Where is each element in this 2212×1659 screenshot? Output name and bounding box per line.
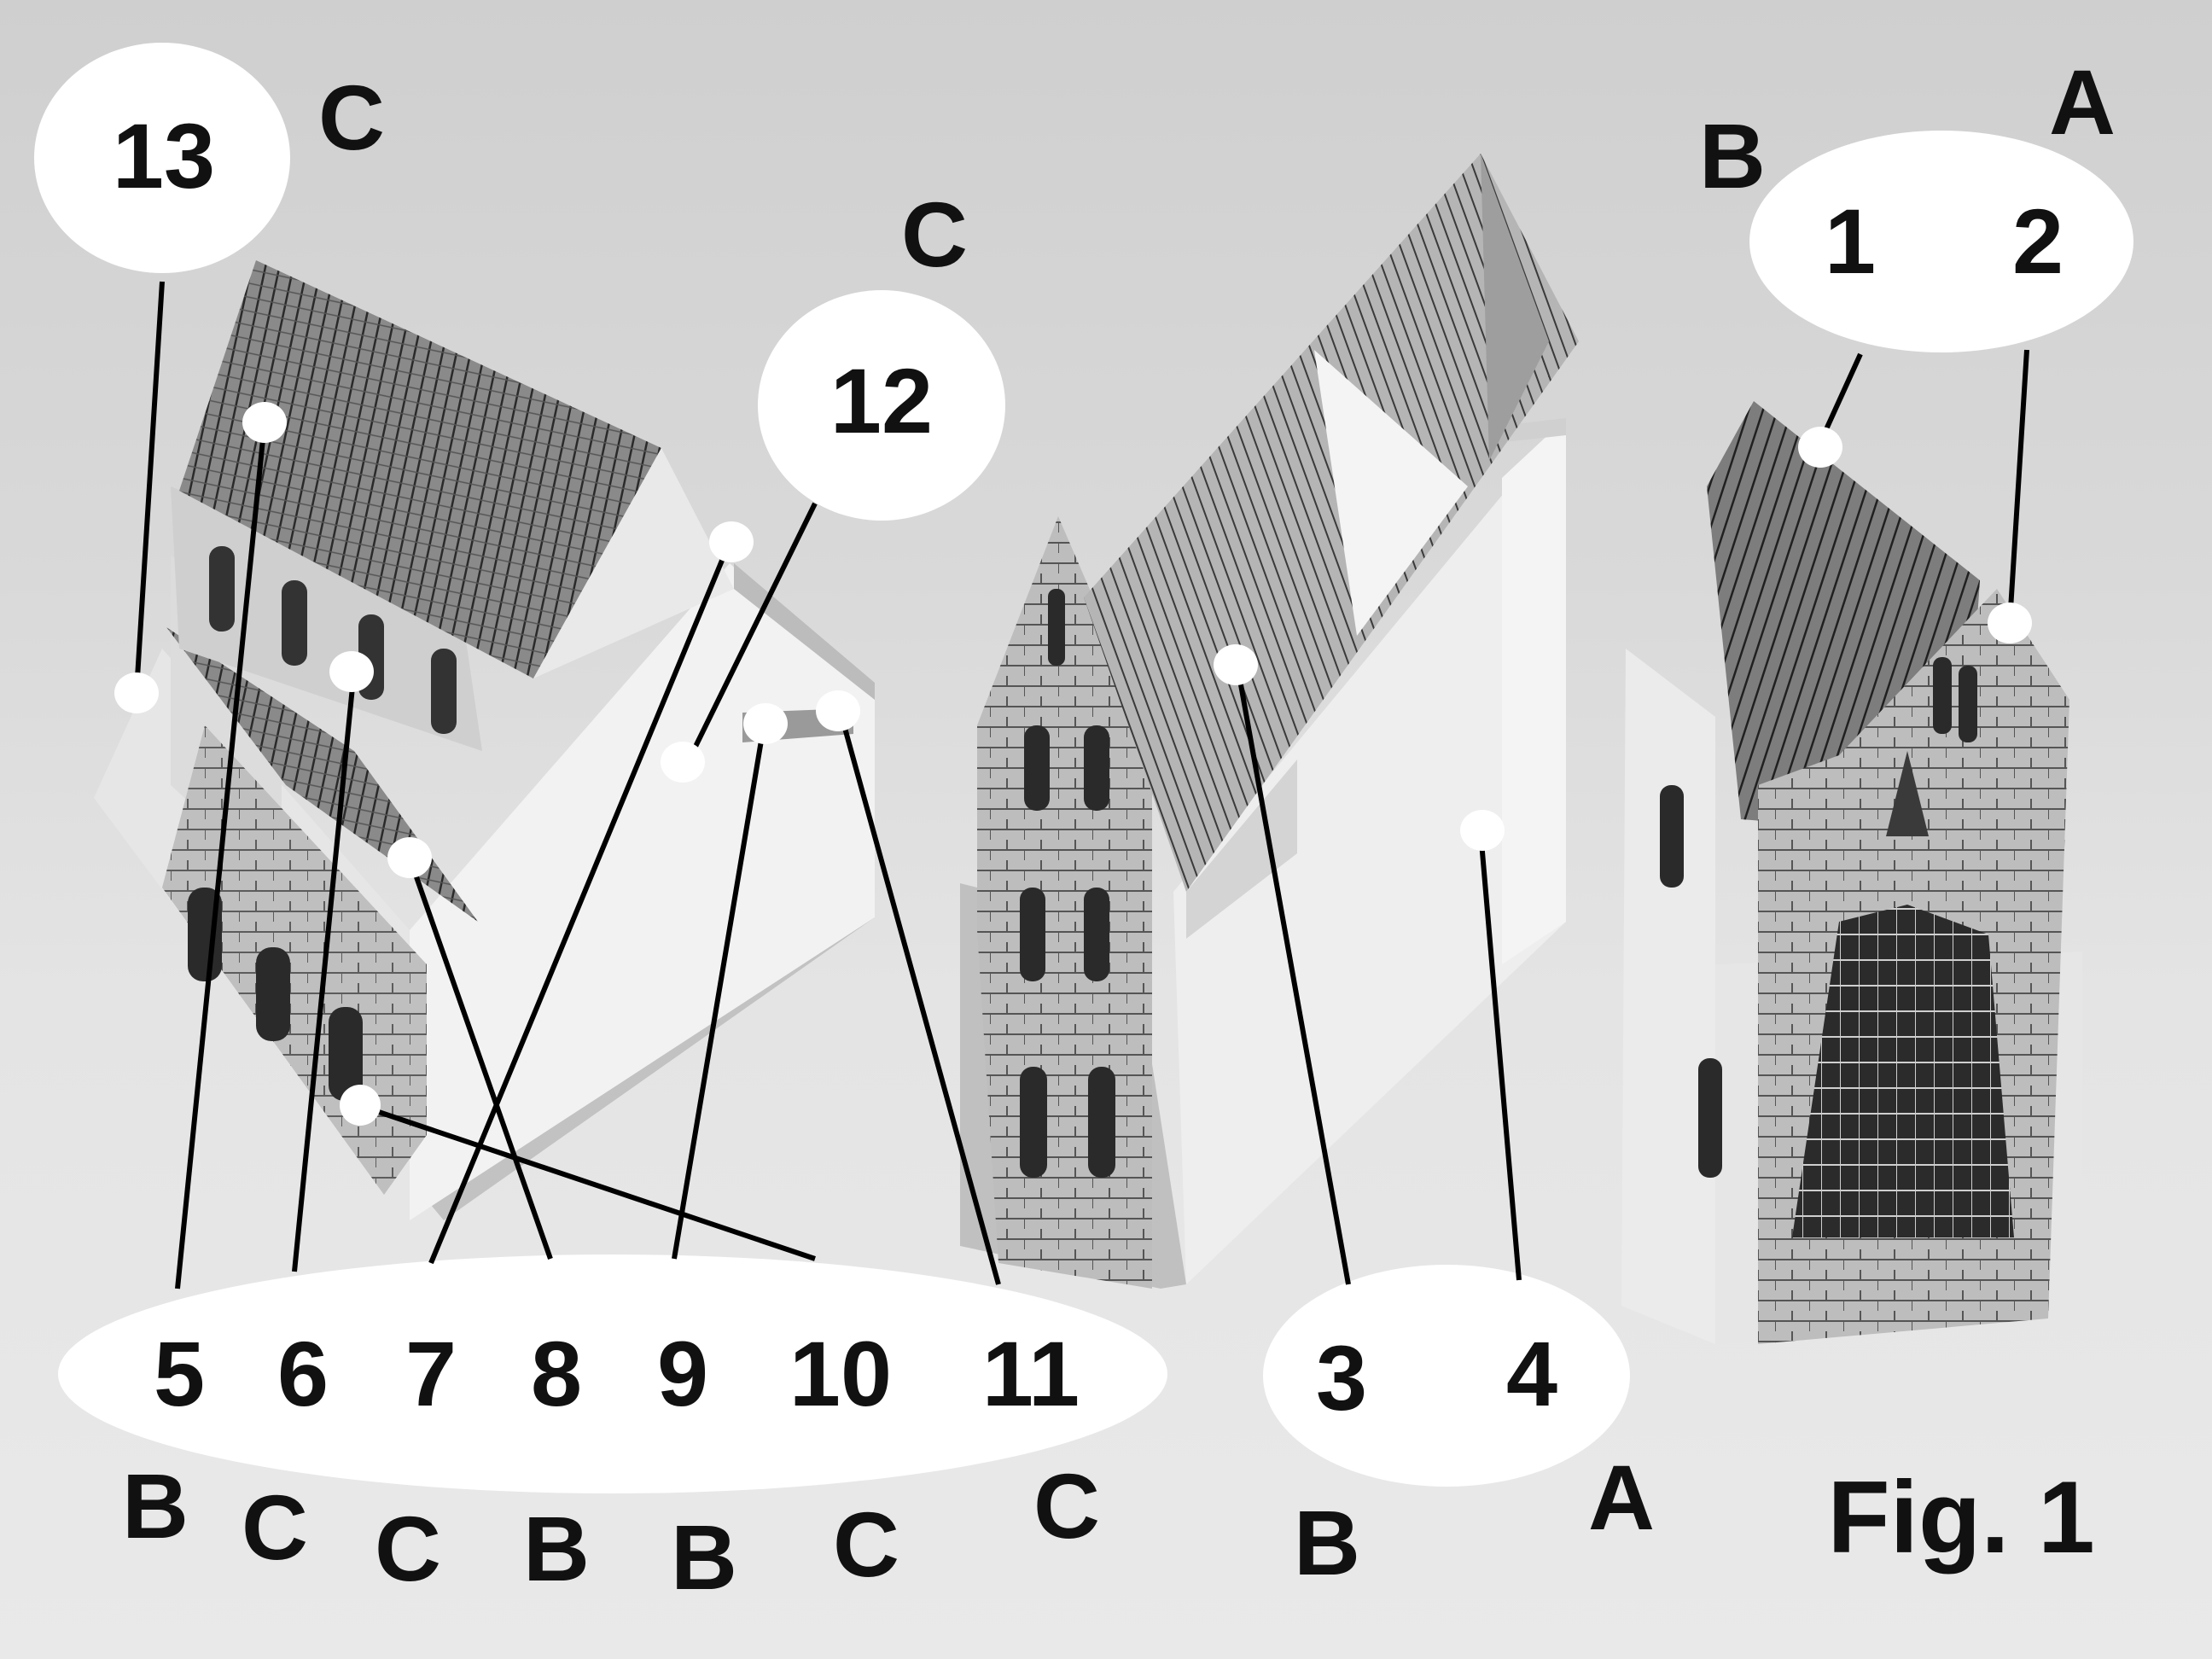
callout-10-number: 10 [789,1322,893,1425]
callout-3-number: 3 [1315,1326,1368,1429]
callout-13-letter: C [318,66,385,169]
right-model [1621,401,2082,1344]
attachment-dots [114,402,2032,1126]
callout-8-number: 8 [530,1322,583,1425]
callout-4-letter: A [1588,1446,1655,1549]
leader-lines [134,281,2029,1289]
callout-12-letter: C [901,183,968,286]
callout-2-letter: A [2049,50,2116,154]
callout-bubbles [34,43,2133,1493]
figure-label: Fig. 1 [1827,1460,2095,1575]
callout-5-letter: B [122,1454,189,1557]
callout-12-number: 12 [830,349,934,452]
callout-10-letter: C [833,1493,899,1596]
centre-model [960,154,1579,1289]
callout-9-letter: B [671,1505,737,1609]
callout-1-number: 1 [1824,189,1877,293]
callout-8-letter: B [523,1497,590,1600]
callout-4-number: 4 [1505,1322,1558,1425]
callout-1-letter: B [1699,104,1766,207]
callout-13-number: 13 [112,104,216,207]
callout-6-letter: C [242,1476,308,1579]
callout-7-number: 7 [405,1322,457,1425]
callout-9-number: 9 [656,1322,709,1425]
callout-7-letter: C [375,1497,441,1600]
callout-5-number: 5 [153,1322,206,1425]
callout-11-number: 11 [981,1322,1080,1425]
callout-11-letter: C [1033,1454,1100,1557]
callout-6-number: 6 [276,1322,329,1425]
callout-3-letter: B [1294,1491,1360,1594]
callout-2-number: 2 [2011,189,2064,293]
